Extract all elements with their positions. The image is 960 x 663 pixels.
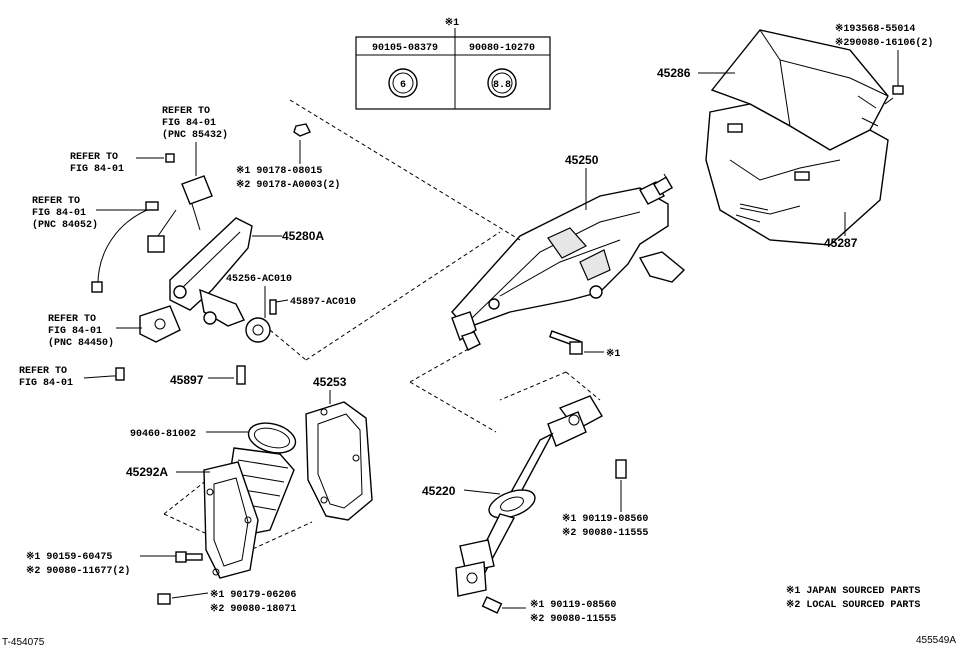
boot-bolt-upper: [175, 551, 203, 563]
nut-label-1: ※1 90178-08015: [236, 165, 322, 177]
column-nut: [293, 123, 311, 137]
steering-boot: [203, 447, 295, 579]
boot-bolt-label-2: ※2 90080-11677(2): [26, 565, 130, 577]
cover-bolt-label-2: ※290080-16106(2): [835, 37, 933, 49]
column-bolt: [548, 330, 583, 355]
table-col1-part-number: 90105-08379: [372, 43, 438, 54]
refer2-line1: REFER TO: [70, 152, 118, 163]
label-45286: 45286: [657, 66, 691, 80]
refer2-line2: FIG 84-01: [70, 164, 124, 175]
turn-signal-switch: [139, 305, 181, 343]
housing-screw: [236, 365, 246, 385]
refer1-line1: REFER TO: [162, 106, 210, 117]
refer4-line3: (PNC 84450): [48, 337, 114, 349]
refer3-line1: REFER TO: [32, 196, 80, 207]
refer3-line3: (PNC 84052): [32, 219, 98, 231]
steering-column-assembly: [451, 173, 686, 351]
boot-bolt-lower: [157, 593, 171, 605]
refer4-line1: REFER TO: [48, 314, 96, 325]
table-col2-part-number: 90080-10270: [469, 43, 535, 54]
drawing-code-right: 455549A: [916, 635, 956, 646]
note-japan-sourced: ※1 JAPAN SOURCED PARTS: [786, 585, 920, 597]
cover-bolt-label-1: ※193568-55014: [835, 23, 915, 35]
label-45280A: 45280A: [282, 229, 324, 243]
shaft-bolt-upper-label-2: ※2 90080-11555: [562, 527, 648, 539]
column-cover: [705, 29, 889, 246]
label-45292A: 45292A: [126, 465, 168, 479]
shaft-bolt-upper-label-1: ※1 90119-08560: [562, 513, 648, 525]
shaft-bolt-lower-label-1: ※1 90119-08560: [530, 599, 616, 611]
boot-bolt-label-3: ※1 90179-06206: [210, 589, 296, 601]
note-local-sourced: ※2 LOCAL SOURCED PARTS: [786, 599, 920, 611]
label-45253: 45253: [313, 375, 347, 389]
wiring-harness: [91, 201, 177, 293]
shaft-bolt-upper: [615, 459, 627, 479]
refer1-line2: FIG 84-01: [162, 118, 216, 129]
label-45897: 45897: [170, 373, 204, 387]
column-bolt-mark: ※1: [606, 348, 620, 360]
drawing-code-left: T-454075: [2, 637, 45, 648]
table-col1-grade: 6: [400, 80, 406, 91]
label-45287: 45287: [824, 236, 858, 250]
label-45897-ac010: 45897-AC010: [290, 297, 356, 308]
intermediate-shaft: [455, 395, 603, 597]
nut-label-2: ※2 90178-A0003(2): [236, 179, 340, 191]
refer4-line2: FIG 84-01: [48, 326, 102, 337]
table-col2-grade: 8.8: [493, 80, 511, 91]
shaft-bolt-lower-label-2: ※2 90080-11555: [530, 613, 616, 625]
refer3-line2: FIG 84-01: [32, 208, 86, 219]
shaft-bolt-lower: [481, 596, 503, 614]
label-45250: 45250: [565, 153, 599, 167]
cover-screw: [884, 85, 904, 105]
refer5-line2: FIG 84-01: [19, 378, 73, 389]
boot-bolt-label-4: ※2 90080-18071: [210, 603, 296, 615]
refer1-line3: (PNC 85432): [162, 129, 228, 141]
boot-clamp-ring: [247, 422, 297, 454]
table-mark: ※1: [445, 17, 459, 29]
label-45256: 45256-AC010: [226, 274, 292, 285]
key-cylinder-housing: [169, 175, 253, 327]
refer5-line1: REFER TO: [19, 366, 67, 377]
boot-bolt-label-1: ※1 90159-60475: [26, 551, 112, 563]
fastener-table: ※1 90105-08379 90080-10270 6 8.8: [355, 17, 551, 110]
label-90460: 90460-81002: [130, 429, 196, 440]
column-hole-cover-plate: [305, 401, 373, 521]
column-cap: [245, 317, 271, 343]
label-45220: 45220: [422, 484, 456, 498]
